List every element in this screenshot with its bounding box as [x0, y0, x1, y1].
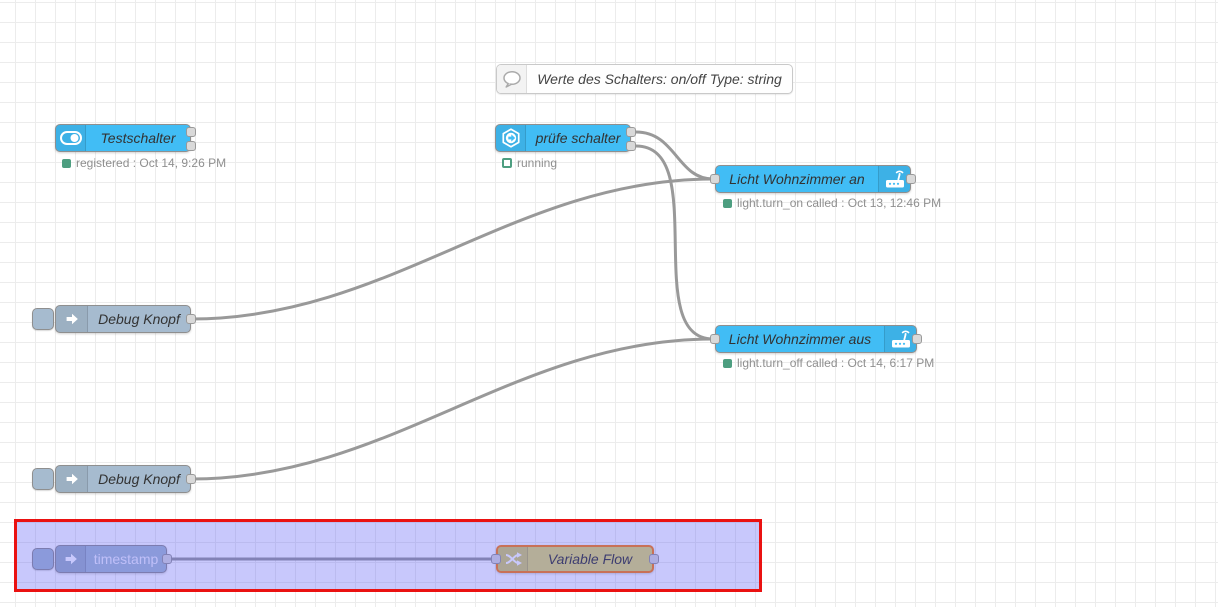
comment-bubble-icon [497, 65, 527, 93]
output-port[interactable] [162, 554, 172, 564]
status-text: registered : Oct 14, 9:26 PM [76, 156, 227, 170]
node-label: Testschalter [100, 130, 176, 146]
input-port[interactable] [710, 174, 720, 184]
wire-debug1-to-licht-an[interactable] [190, 177, 714, 321]
output-port[interactable] [626, 127, 636, 137]
status-ring-icon [502, 158, 512, 168]
node-status: light.turn_off called : Oct 14, 6:17 PM [723, 356, 935, 370]
node-variable-flow[interactable]: Variable Flow [496, 545, 654, 573]
node-label: Licht Wohnzimmer an [729, 171, 865, 187]
node-status: running [502, 156, 558, 170]
output-port[interactable] [626, 141, 636, 151]
inject-button[interactable] [32, 468, 54, 490]
comment-node[interactable]: Werte des Schalters: on/off Type: string [496, 64, 793, 94]
switch-crossed-arrows-icon [498, 547, 528, 571]
node-licht-wohnzimmer-an[interactable]: Licht Wohnzimmer an [715, 165, 911, 193]
inject-arrow-icon [56, 466, 88, 492]
wire-pruefe-out1-to-licht-an[interactable] [635, 130, 714, 181]
node-label: timestamp [93, 551, 159, 567]
node-timestamp[interactable]: timestamp [55, 545, 167, 573]
output-port[interactable] [912, 334, 922, 344]
output-port[interactable] [649, 554, 659, 564]
output-port[interactable] [186, 127, 196, 137]
status-text: light.turn_on called : Oct 13, 12:46 PM [737, 196, 942, 210]
hexagon-arrow-icon [496, 125, 526, 151]
node-debug-knopf-2[interactable]: Debug Knopf [55, 465, 191, 493]
status-dot-icon [723, 198, 732, 208]
toggle-switch-icon [56, 125, 86, 151]
wire-debug2-to-licht-aus[interactable] [190, 337, 714, 481]
status-dot-icon [723, 358, 732, 368]
comment-label: Werte des Schalters: on/off Type: string [537, 71, 782, 87]
output-port[interactable] [186, 141, 196, 151]
node-label: Variable Flow [547, 551, 633, 567]
inject-arrow-icon [56, 546, 86, 572]
node-licht-wohnzimmer-aus[interactable]: Licht Wohnzimmer aus [715, 325, 917, 353]
inject-button[interactable] [32, 308, 54, 330]
router-antenna-icon [878, 166, 910, 192]
output-port[interactable] [906, 174, 916, 184]
node-debug-knopf-1[interactable]: Debug Knopf [55, 305, 191, 333]
status-text: light.turn_off called : Oct 14, 6:17 PM [737, 356, 935, 370]
node-label: Licht Wohnzimmer aus [728, 331, 872, 347]
status-dot-icon [62, 158, 71, 168]
node-label: Debug Knopf [98, 311, 180, 327]
node-status: light.turn_on called : Oct 13, 12:46 PM [723, 196, 942, 210]
status-text: running [517, 156, 558, 170]
node-pruefe-schalter[interactable]: prüfe schalter [495, 124, 631, 152]
input-port[interactable] [710, 334, 720, 344]
node-label: Debug Knopf [98, 471, 180, 487]
wire-pruefe-out2-to-licht-aus[interactable] [635, 144, 714, 341]
input-port[interactable] [491, 554, 501, 564]
output-port[interactable] [186, 474, 196, 484]
node-testschalter[interactable]: Testschalter [55, 124, 191, 152]
output-port[interactable] [186, 314, 196, 324]
node-status: registered : Oct 14, 9:26 PM [62, 156, 227, 170]
inject-arrow-icon [56, 306, 88, 332]
node-label: prüfe schalter [535, 130, 621, 146]
inject-button[interactable] [32, 548, 54, 570]
router-antenna-icon [884, 326, 916, 352]
